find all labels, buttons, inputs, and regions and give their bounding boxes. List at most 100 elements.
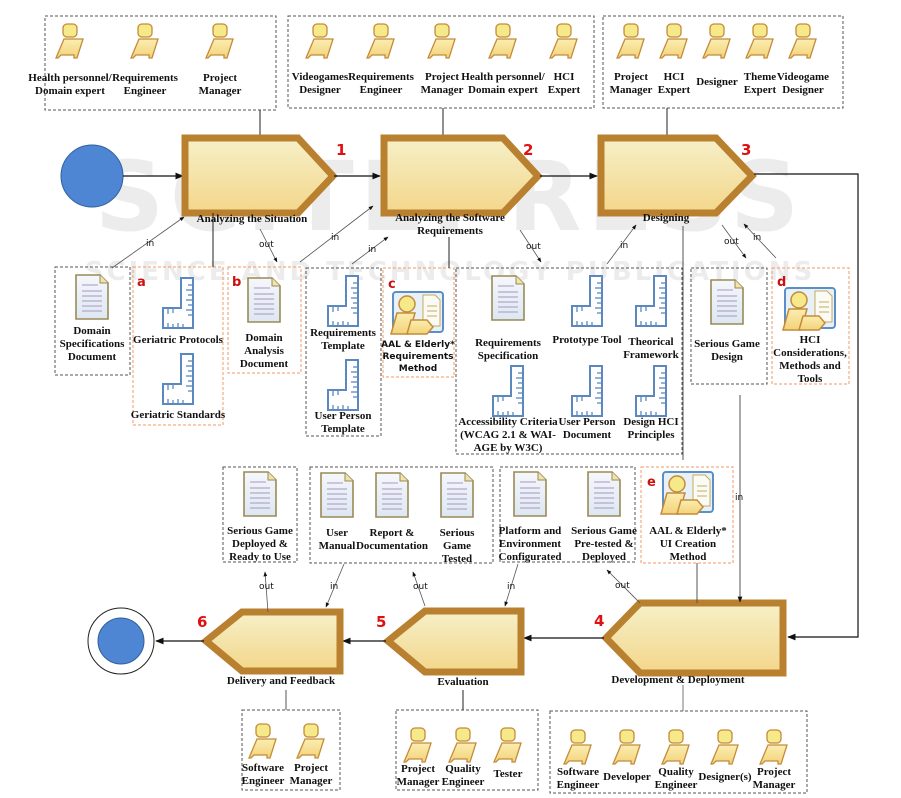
stage-3: 3 Designing <box>597 134 757 224</box>
role-label: Tester <box>494 768 523 780</box>
role-label: Requirements <box>112 72 179 84</box>
flow-out-label: out <box>413 582 428 592</box>
document-icon <box>440 472 474 518</box>
stage-name-2-line-1: Analyzing the Software <box>395 212 505 224</box>
roles-box-stage-1 <box>44 15 277 111</box>
stage-name-1: Analyzing the Situation <box>197 213 308 225</box>
artifact-label: Serious Game <box>694 338 760 350</box>
artifact-label: User Person <box>315 410 372 422</box>
artifact-label: Ready to Use <box>229 551 291 563</box>
role-label: Engineer <box>124 85 167 97</box>
flow-out-label: out <box>259 582 274 592</box>
role-2-3: Health personnel/Domain expert <box>461 23 546 96</box>
role-label: Requirements <box>348 71 415 83</box>
person-icon <box>659 23 688 59</box>
person-icon <box>549 23 578 59</box>
roles-box-stage-5 <box>395 709 539 791</box>
role-label: Designer <box>782 84 824 96</box>
template-ruler-icon <box>327 359 359 411</box>
role-label: Videogames <box>292 71 349 83</box>
artifact-label: AAL & Elderly* <box>381 340 455 350</box>
role-label: Manager <box>753 779 796 791</box>
artifact-label: Configurated <box>499 551 562 563</box>
flow-out-label: out <box>615 581 630 591</box>
artifact-label: Specification <box>478 350 539 362</box>
stage-name-3: Designing <box>643 212 690 224</box>
document-icon <box>247 277 281 323</box>
stage-name-2-line-2: Requirements <box>417 225 484 237</box>
document-icon <box>491 275 525 321</box>
role-label: Project <box>614 71 648 83</box>
artifact-label: UI Creation <box>660 538 716 550</box>
person-icon <box>403 727 432 763</box>
role-label: Manager <box>290 775 333 787</box>
role-3-2: Designer <box>696 23 738 88</box>
person-icon <box>616 23 645 59</box>
artifact-label: Geriatric Standards <box>131 409 226 421</box>
group-tag-d: d <box>777 275 786 290</box>
artifact-eval-outputs-1: Report &Documentation <box>356 472 428 552</box>
group-tag-b: b <box>232 275 241 290</box>
person-icon <box>448 727 477 763</box>
role-label: HCI <box>554 71 575 83</box>
artifact-box-req-templates <box>305 267 382 437</box>
role-5-2: Tester <box>493 727 523 780</box>
flow-in-label: in <box>146 239 154 249</box>
flow-in-label: in <box>620 241 628 251</box>
group-tag-c: c <box>388 277 396 292</box>
flow-in-label: in <box>507 582 515 592</box>
role-label: Project <box>757 766 791 778</box>
stage-1: 1 Analyzing the Situation <box>181 134 346 225</box>
person-icon <box>305 23 334 59</box>
start-node <box>60 144 124 208</box>
role-label: Theme <box>744 71 777 83</box>
role-label: HCI <box>664 71 685 83</box>
artifact-label: Method <box>399 364 437 374</box>
role-label: Engineer <box>557 779 600 791</box>
artifact-box-dev-outputs <box>499 466 636 563</box>
artifact-label: Method <box>670 551 707 563</box>
person-icon <box>493 727 522 763</box>
artifact-label: (WCAG 2.1 & WAI- <box>460 429 556 441</box>
role-label: Engineer <box>442 776 485 788</box>
flow-out-label: out <box>724 237 739 247</box>
stage-5: 5 Evaluation <box>376 607 525 688</box>
artifact-label: Serious Game <box>227 525 293 537</box>
artifact-geriatric-0: Geriatric Protocols <box>133 277 224 346</box>
person-icon <box>788 23 817 59</box>
artifact-label: Analysis <box>244 345 284 357</box>
role-label: Videogame <box>777 71 829 83</box>
artifact-box-req-outputs <box>455 267 683 455</box>
role-label: Project <box>425 71 459 83</box>
watermark-sub: SCIENCE AND TECHNOLOGY PUBLICATIONS <box>85 257 815 287</box>
document-icon <box>587 471 621 517</box>
role-label: Health personnel/ <box>28 72 112 84</box>
artifact-label: Accessibility Criteria <box>458 416 558 428</box>
person-icon <box>759 729 788 765</box>
role-label: Project <box>203 72 237 84</box>
flow-in-label: in <box>330 582 338 592</box>
flow-3-to-4 <box>754 173 859 641</box>
group-tag-a: a <box>137 275 146 290</box>
document-icon <box>75 274 109 320</box>
artifact-box-hci-considerations <box>771 267 850 385</box>
artifact-label: Template <box>321 423 365 435</box>
stage-name-5: Evaluation <box>437 676 488 688</box>
role-label: Manager <box>610 84 653 96</box>
role-label: Quality <box>658 766 694 778</box>
